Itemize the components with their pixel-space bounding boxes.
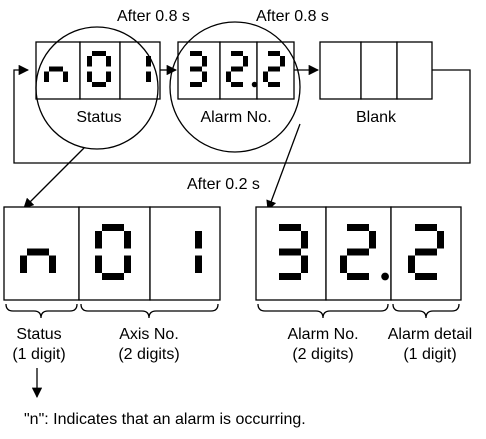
segment-b — [195, 231, 202, 249]
label-status-digits: (1 digit) — [12, 346, 65, 363]
segment-d — [231, 82, 243, 87]
timing-label-alarm-to-blank: After 0.8 s — [256, 8, 329, 25]
segment-c — [202, 71, 207, 82]
segment-c — [49, 255, 56, 273]
segment-e — [95, 255, 102, 273]
zoom-arrow-alarm — [266, 123, 301, 211]
alarm-digit-1 — [279, 224, 308, 280]
sequence-loop-line — [13, 64, 471, 164]
alarm-zoom-circle — [169, 21, 301, 153]
segment-a — [347, 224, 369, 231]
label-axis-digits: (2 digits) — [118, 346, 179, 363]
alarm-note: "n": Indicates that an alarm is occurrin… — [24, 411, 306, 428]
segment-d — [415, 273, 437, 280]
status-zoom-circle — [35, 26, 159, 150]
label-alarm-no: Alarm No. — [287, 326, 358, 343]
segment-f — [87, 56, 92, 67]
state-label-alarm-no: Alarm No. — [200, 109, 271, 126]
segment-b — [369, 231, 376, 249]
segment-b — [202, 56, 207, 67]
segment-c — [63, 71, 68, 82]
segment-f — [95, 231, 102, 249]
segment-g — [347, 248, 369, 256]
status-mini-display — [35, 41, 161, 100]
alarm-mini-display — [177, 41, 295, 100]
timing-label-return: After 0.2 s — [187, 176, 260, 193]
segment-d — [279, 273, 301, 280]
decimal-point — [251, 81, 258, 88]
brace-alarm-no — [257, 303, 389, 319]
segment-g — [190, 66, 202, 72]
mini-status-digit-3 — [146, 56, 151, 82]
label-status: Status — [16, 326, 61, 343]
segment-g — [279, 248, 301, 256]
mini-alarm-digit-2 — [226, 51, 258, 88]
segment-a — [231, 51, 243, 56]
label-axis-no: Axis No. — [119, 326, 179, 343]
state-label-blank: Blank — [356, 109, 397, 126]
segment-b — [106, 56, 111, 67]
segment-e — [340, 255, 347, 273]
mini-alarm-digit-1 — [190, 51, 207, 87]
segment-d — [347, 273, 369, 280]
segment-g — [49, 66, 63, 72]
segment-c — [301, 255, 308, 273]
label-alarm-detail: Alarm detail — [388, 326, 472, 343]
segment-b — [437, 231, 444, 249]
segment-a — [268, 51, 280, 56]
segment-e — [226, 71, 231, 82]
segment-a — [102, 224, 124, 231]
alarm-display — [255, 206, 462, 301]
segment-a — [279, 224, 301, 231]
segment-g — [27, 248, 49, 256]
segment-e — [263, 71, 268, 82]
segment-c — [106, 71, 111, 82]
segment-d — [102, 273, 124, 280]
segment-e — [408, 255, 415, 273]
segment-c — [146, 71, 151, 82]
alarm-digit-2 — [340, 224, 389, 281]
status-display — [3, 206, 221, 301]
segment-e — [87, 71, 92, 82]
segment-c — [195, 255, 202, 273]
mini-status-digit-2 — [87, 51, 111, 87]
zoom-arrow-status — [23, 147, 85, 209]
status-digit-1 — [20, 248, 56, 273]
segment-b — [280, 56, 285, 67]
status-digit-2 — [95, 224, 131, 280]
segment-c — [124, 255, 131, 273]
segment-b — [301, 231, 308, 249]
blank-mini-display — [319, 41, 433, 100]
status-digit-3 — [195, 231, 202, 273]
segment-a — [415, 224, 437, 231]
decimal-point — [381, 272, 389, 281]
mini-status-digit-1 — [44, 66, 68, 82]
brace-alarm-detail — [392, 303, 460, 319]
segment-g — [415, 248, 437, 256]
brace-status — [5, 303, 78, 319]
timing-label-status-to-alarm: After 0.8 s — [117, 8, 190, 25]
segment-a — [190, 51, 202, 56]
mini-alarm-digit-3 — [263, 51, 285, 87]
segment-d — [190, 82, 202, 87]
segment-g — [231, 66, 243, 72]
label-alarm-detail-digits: (1 digit) — [403, 346, 456, 363]
segment-b — [146, 56, 151, 67]
brace-axis — [80, 303, 219, 319]
segment-e — [44, 71, 49, 82]
segment-d — [92, 82, 106, 87]
segment-e — [20, 255, 27, 273]
segment-g — [268, 66, 280, 72]
segment-a — [92, 51, 106, 56]
label-alarm-no-digits: (2 digits) — [292, 346, 353, 363]
segment-b — [243, 56, 248, 67]
alarm-digit-3 — [408, 224, 444, 280]
segment-b — [124, 231, 131, 249]
state-label-status: Status — [76, 109, 121, 126]
segment-d — [268, 82, 280, 87]
